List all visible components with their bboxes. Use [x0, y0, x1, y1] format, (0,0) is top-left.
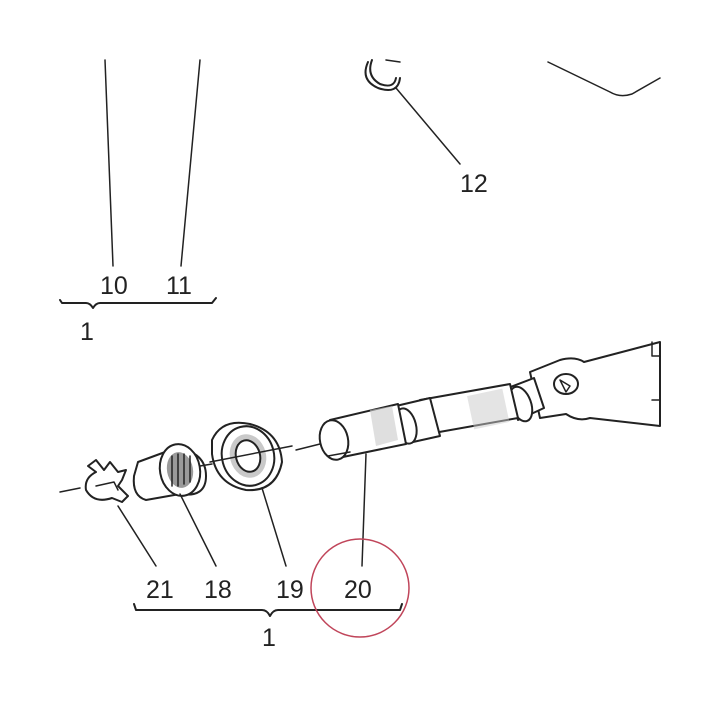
leader-line-18	[179, 493, 217, 567]
leader-line-11	[180, 59, 201, 267]
highlight-circle-part-20	[310, 538, 410, 638]
needle-bearing-part-18	[132, 443, 213, 501]
e-clip-part-21	[84, 459, 129, 503]
centerline-dash-1	[295, 443, 321, 451]
centerline-dash-2	[59, 487, 81, 493]
upper-group-bracket	[59, 297, 217, 309]
lower-group-label: 1	[262, 624, 276, 652]
callout-12: 12	[460, 170, 488, 198]
callout-10: 10	[100, 272, 128, 300]
leader-line-21	[117, 505, 157, 567]
callout-20: 20	[344, 576, 372, 604]
leader-line-12	[395, 87, 461, 165]
o-ring-part-12	[364, 59, 401, 91]
leader-line-19	[261, 487, 287, 567]
callout-21: 21	[146, 576, 174, 604]
shaft-part-20	[318, 341, 661, 461]
callout-19: 19	[276, 576, 304, 604]
callout-11: 11	[166, 272, 192, 300]
callout-18: 18	[204, 576, 232, 604]
lower-group-bracket	[133, 603, 403, 617]
housing-edge	[547, 61, 661, 97]
leader-line-20	[361, 453, 367, 567]
upper-group-label: 1	[80, 318, 94, 346]
seal-part-19	[209, 421, 293, 492]
leader-line-10	[104, 59, 114, 267]
